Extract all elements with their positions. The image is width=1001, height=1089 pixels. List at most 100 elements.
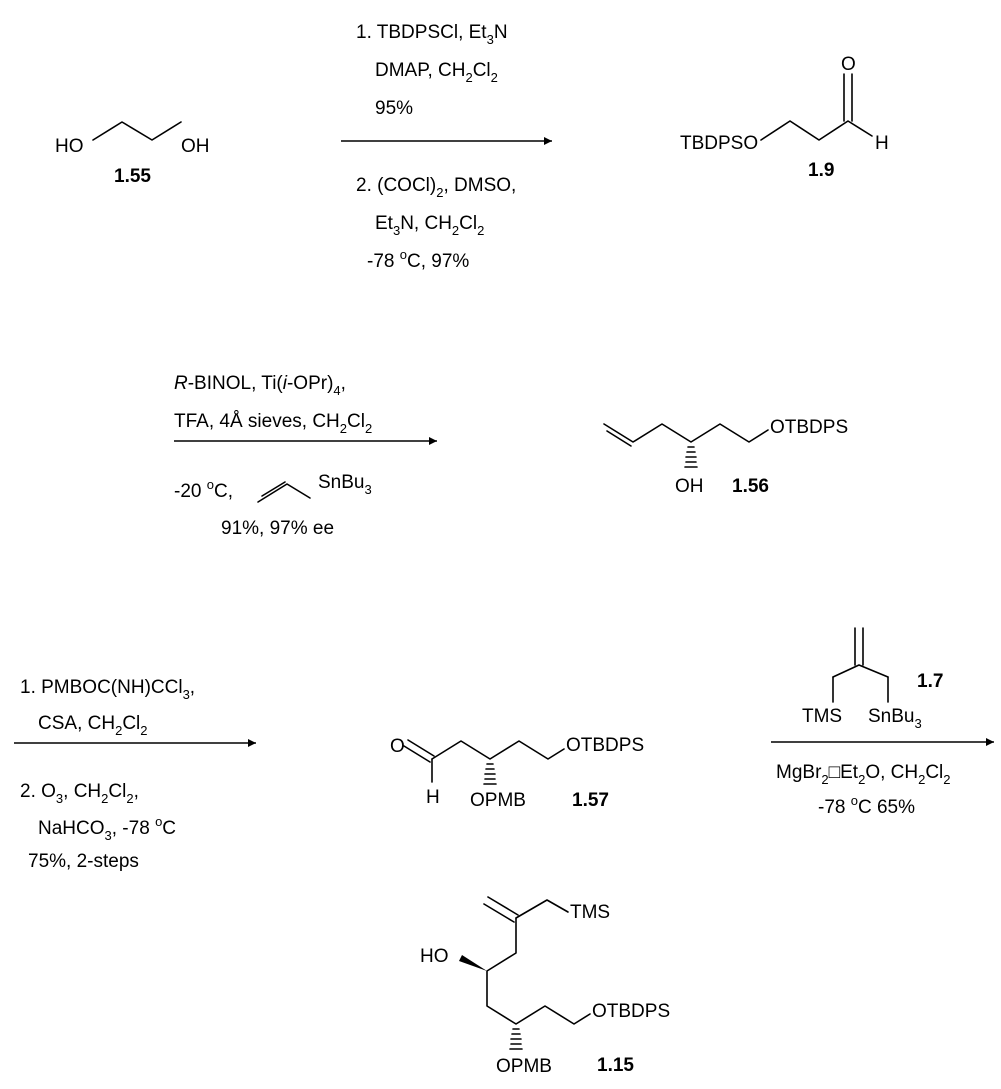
diol-left-oh-label: HO: [55, 136, 84, 157]
reaction-2: R-BINOL, Ti(i-OPr)4, TFA, 4Å sieves, CH2…: [174, 373, 437, 539]
product-otbdps-label: OTBDPS: [592, 1001, 670, 1022]
r1-line3-a: 2. (COCl): [356, 175, 436, 196]
compound-1-9: TBDPSO O H 1.9: [680, 54, 889, 181]
r2-snbu3-a: SnBu: [318, 472, 364, 493]
opmb-aldehyde-hashed-wedge: [483, 763, 497, 785]
r3-line2-b: Cl: [122, 713, 140, 734]
r1-line4-sub2: 2: [452, 223, 459, 238]
r2-snbu3-sub: 3: [364, 482, 371, 497]
homoallyl-otbdps-label: OTBDPS: [770, 417, 848, 438]
r1-yield-1: 95%: [375, 98, 413, 119]
stannane-snbu3-label: SnBu3: [868, 706, 922, 731]
homoallyl-vinyl-double-bond: [606, 430, 632, 447]
compound-1-15: TMS HO OPMB OTBDPS 1.15: [420, 896, 670, 1077]
r3-line4-sub: 3: [105, 828, 112, 843]
r1-line2-sub1: 2: [465, 70, 472, 85]
opmb-aldehyde-skeleton: [431, 740, 565, 760]
product-backbone: [486, 917, 591, 1025]
r3-line3-sub1: 3: [56, 791, 63, 806]
r4-line1-box: □: [829, 762, 841, 783]
r1-line2-sub2: 2: [491, 70, 498, 85]
r3-reagent-line-2: CSA, CH2Cl2: [38, 713, 148, 738]
r4-line1-sub4: 2: [943, 772, 950, 787]
r1-reagent-line-4: Et3N, CH2Cl2: [375, 213, 484, 238]
r1-line5-a: -78: [367, 251, 400, 272]
opmb-aldehyde-co-bond-a: [403, 745, 431, 763]
homoallyl-oh-label: OH: [675, 476, 704, 497]
aldehyde-skeleton: [760, 120, 873, 141]
r2-snbu3-label: SnBu3: [318, 472, 372, 497]
allyltributyltin-double-bond: [261, 481, 286, 497]
product-hashed-wedge: [509, 1028, 523, 1050]
compound-1-56: OH OTBDPS 1.56: [603, 417, 848, 497]
r3-reagent-line-4: NaHCO3, -78 oC: [38, 814, 176, 843]
compound-label-1-9: 1.9: [808, 160, 834, 181]
reaction-1: 1. TBDPSCl, Et3N DMAP, CH2Cl2 95% 2. (CO…: [341, 22, 552, 272]
aldehyde-h-label: H: [875, 133, 889, 154]
allyltributyltin-skeleton: [257, 483, 311, 503]
r3-line4-b: , -78: [112, 818, 155, 839]
r3-line3-b: , CH: [63, 781, 101, 802]
homoallyl-hashed-wedge: [684, 446, 698, 468]
r1-reagent-line-3: 2. (COCl)2, DMSO,: [356, 175, 516, 200]
opmb-aldehyde-h-label: H: [426, 787, 440, 808]
r1-line1-b: N: [494, 22, 508, 43]
product-exo-bond-b: [483, 903, 515, 923]
r2-yield-ee: 91%, 97% ee: [221, 518, 334, 539]
product-opmb-label: OPMB: [496, 1056, 552, 1077]
r4-line2-deg: o: [851, 793, 858, 808]
r2-line2-b: Cl: [347, 411, 365, 432]
r2-line1-sub: 4: [333, 383, 340, 398]
r3-line1-b: ,: [190, 677, 195, 698]
r1-line1-sub: 3: [487, 32, 494, 47]
reaction-4: TMS SnBu3 1.7 MgBr2□Et2O, CH2Cl2 -78 oC …: [771, 627, 994, 818]
r4-line1-sub2: 2: [858, 772, 865, 787]
product-tms-arm: [515, 899, 569, 919]
aldehyde-o-label: O: [841, 54, 856, 75]
r1-line3-sub: 2: [436, 185, 443, 200]
opmb-aldehyde-otbdps-label: OTBDPS: [566, 735, 644, 756]
r2-line2-a: TFA, 4Å sieves, CH: [174, 411, 340, 432]
r1-line3-b: , DMSO,: [443, 175, 516, 196]
r3-line3-sub3: 2: [126, 791, 133, 806]
r3-line1-sub: 3: [183, 687, 190, 702]
r1-line4-b: N, CH: [400, 213, 452, 234]
r2-reagent-line-2: TFA, 4Å sieves, CH2Cl2: [174, 411, 372, 436]
compound-1-55: HO OH 1.55: [55, 121, 210, 187]
r1-line2-a: DMAP, CH: [375, 60, 465, 81]
r1-line5-b: C, 97%: [407, 251, 469, 272]
r2-line3-deg: o: [207, 477, 214, 492]
opmb-aldehyde-o-label: O: [390, 736, 405, 757]
r2-line3-a: -20: [174, 481, 207, 502]
r2-line2-sub1: 2: [340, 421, 347, 436]
compound-label-1-7: 1.7: [917, 671, 943, 692]
r1-line4-c: Cl: [459, 213, 477, 234]
r3-reagent-line-1: 1. PMBOC(NH)CCl3,: [20, 677, 195, 702]
r2-line1-r: R: [174, 373, 188, 394]
r3-line2-sub1: 2: [115, 723, 122, 738]
r4-line1-sub3: 2: [918, 772, 925, 787]
r3-line2-a: CSA, CH: [38, 713, 115, 734]
r2-line1-i: i: [283, 373, 288, 394]
r3-line3-d: ,: [134, 781, 139, 802]
r3-line3-sub2: 2: [101, 791, 108, 806]
r3-line4-c: C: [162, 818, 176, 839]
product-tms-label: TMS: [570, 902, 610, 923]
diol-skeleton: [92, 121, 182, 141]
r2-line3-b: C,: [214, 481, 233, 502]
r2-line1-b: -OPr): [287, 373, 333, 394]
r1-line2-b: Cl: [473, 60, 491, 81]
r3-line1-a: 1. PMBOC(NH)CCl: [20, 677, 183, 698]
r4-line2-a: -78: [818, 797, 851, 818]
compound-label-1-55: 1.55: [114, 166, 151, 187]
r4-line1-b: Et: [840, 762, 859, 783]
product-solid-wedge: [459, 955, 487, 971]
r1-line4-a: Et: [375, 213, 394, 234]
stannane-snbu3-sub: 3: [914, 716, 921, 731]
r1-reagent-line-2: DMAP, CH2Cl2: [375, 60, 498, 85]
r4-line2-b: C 65%: [858, 797, 915, 818]
compound-label-1-15: 1.15: [597, 1055, 634, 1076]
r1-line5-deg: o: [400, 247, 407, 262]
stannane-tms-label: TMS: [802, 706, 842, 727]
